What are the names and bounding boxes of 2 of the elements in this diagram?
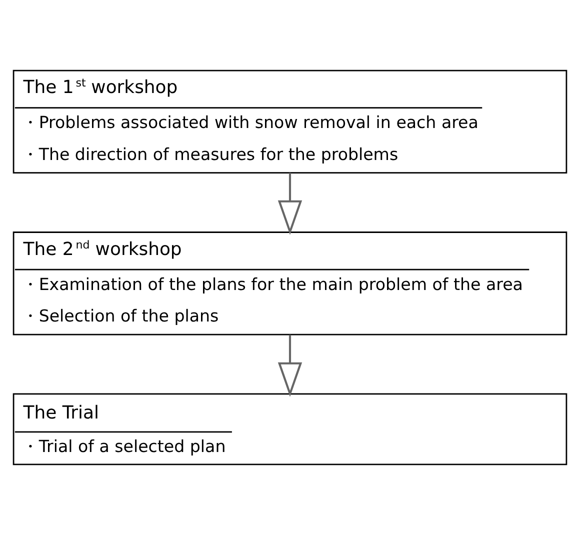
arrow xyxy=(278,172,302,234)
arrow xyxy=(278,334,302,396)
